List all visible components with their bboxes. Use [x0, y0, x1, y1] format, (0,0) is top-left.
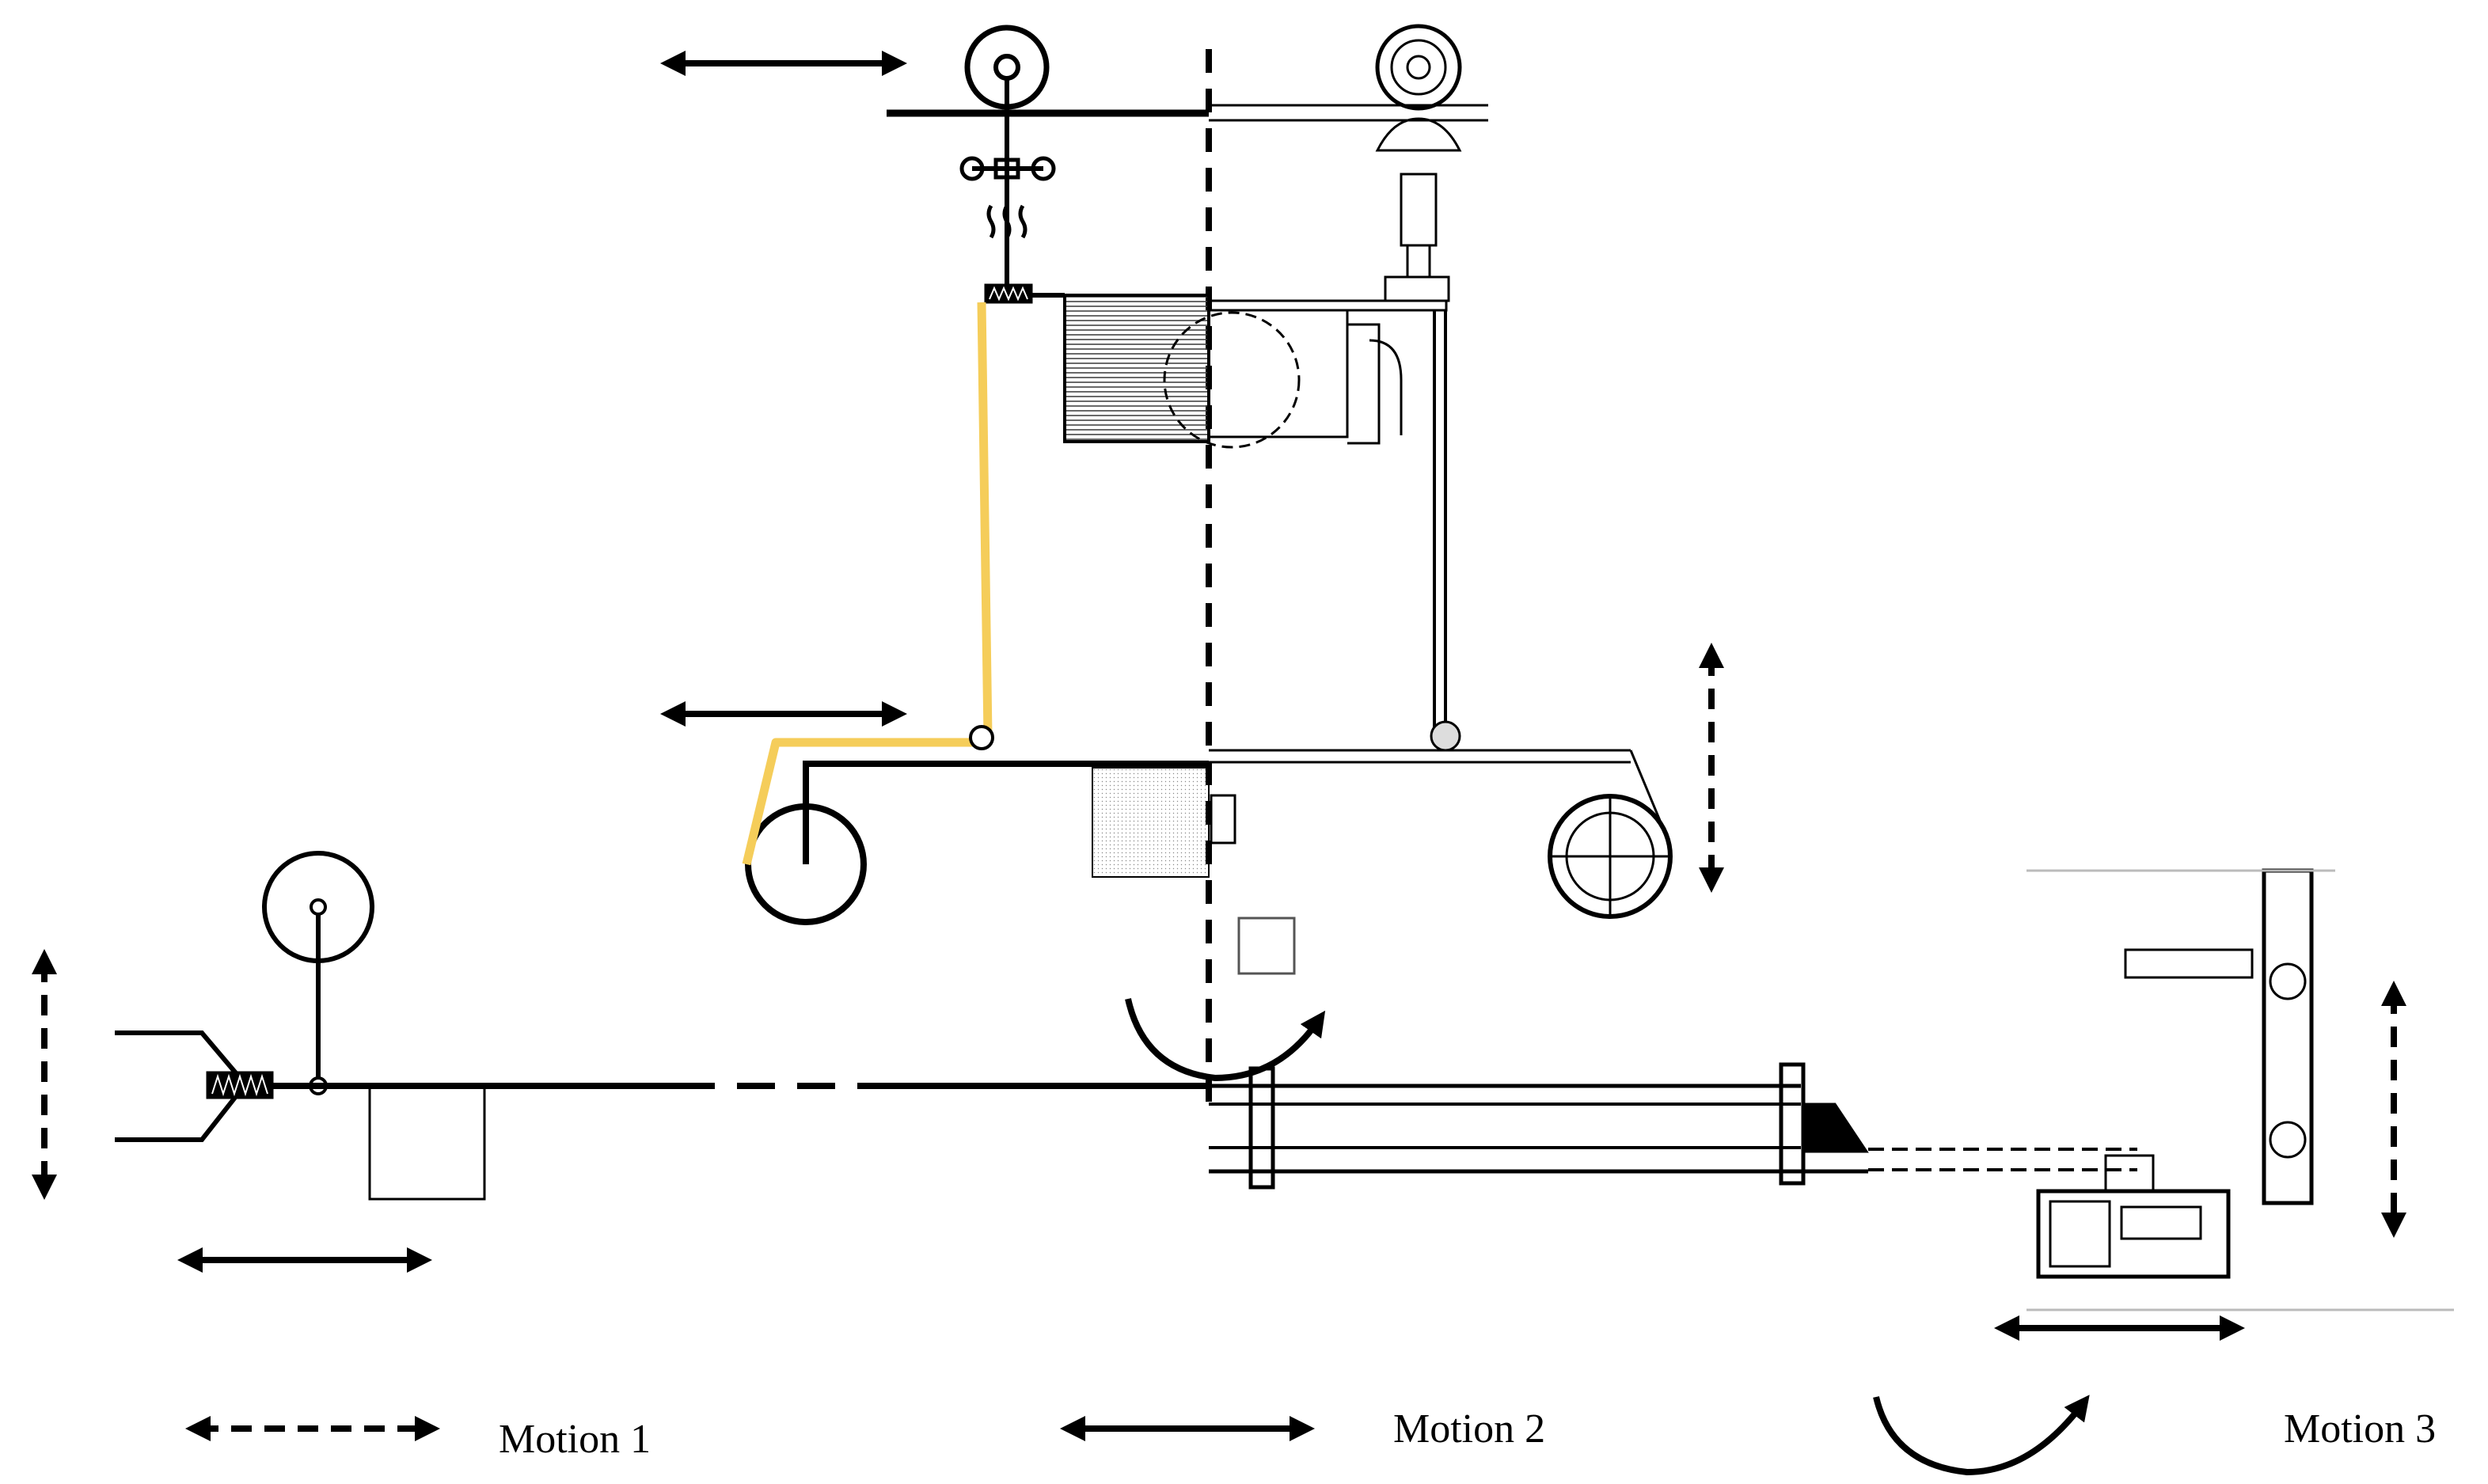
pivot-joint [969, 725, 994, 750]
motion-arrows [32, 51, 2406, 1341]
legend: Motion 1 Motion 2 Motion 3 [185, 1395, 2436, 1476]
motion3-arrow-center [1125, 998, 1326, 1082]
legend-motion1-label: Motion 1 [499, 1417, 651, 1462]
upper-machine-drawing [1163, 24, 1673, 919]
legend-motion3-label: Motion 3 [2284, 1406, 2436, 1452]
legend-motion2-label: Motion 2 [1393, 1406, 1545, 1452]
yellow-cable [742, 302, 993, 866]
legend-motion3-icon [1873, 1395, 2090, 1476]
upper-robot-schematic [745, 25, 1210, 925]
lower-robot-schematic [115, 851, 1209, 1201]
lower-machine-drawing [1209, 868, 2454, 1311]
